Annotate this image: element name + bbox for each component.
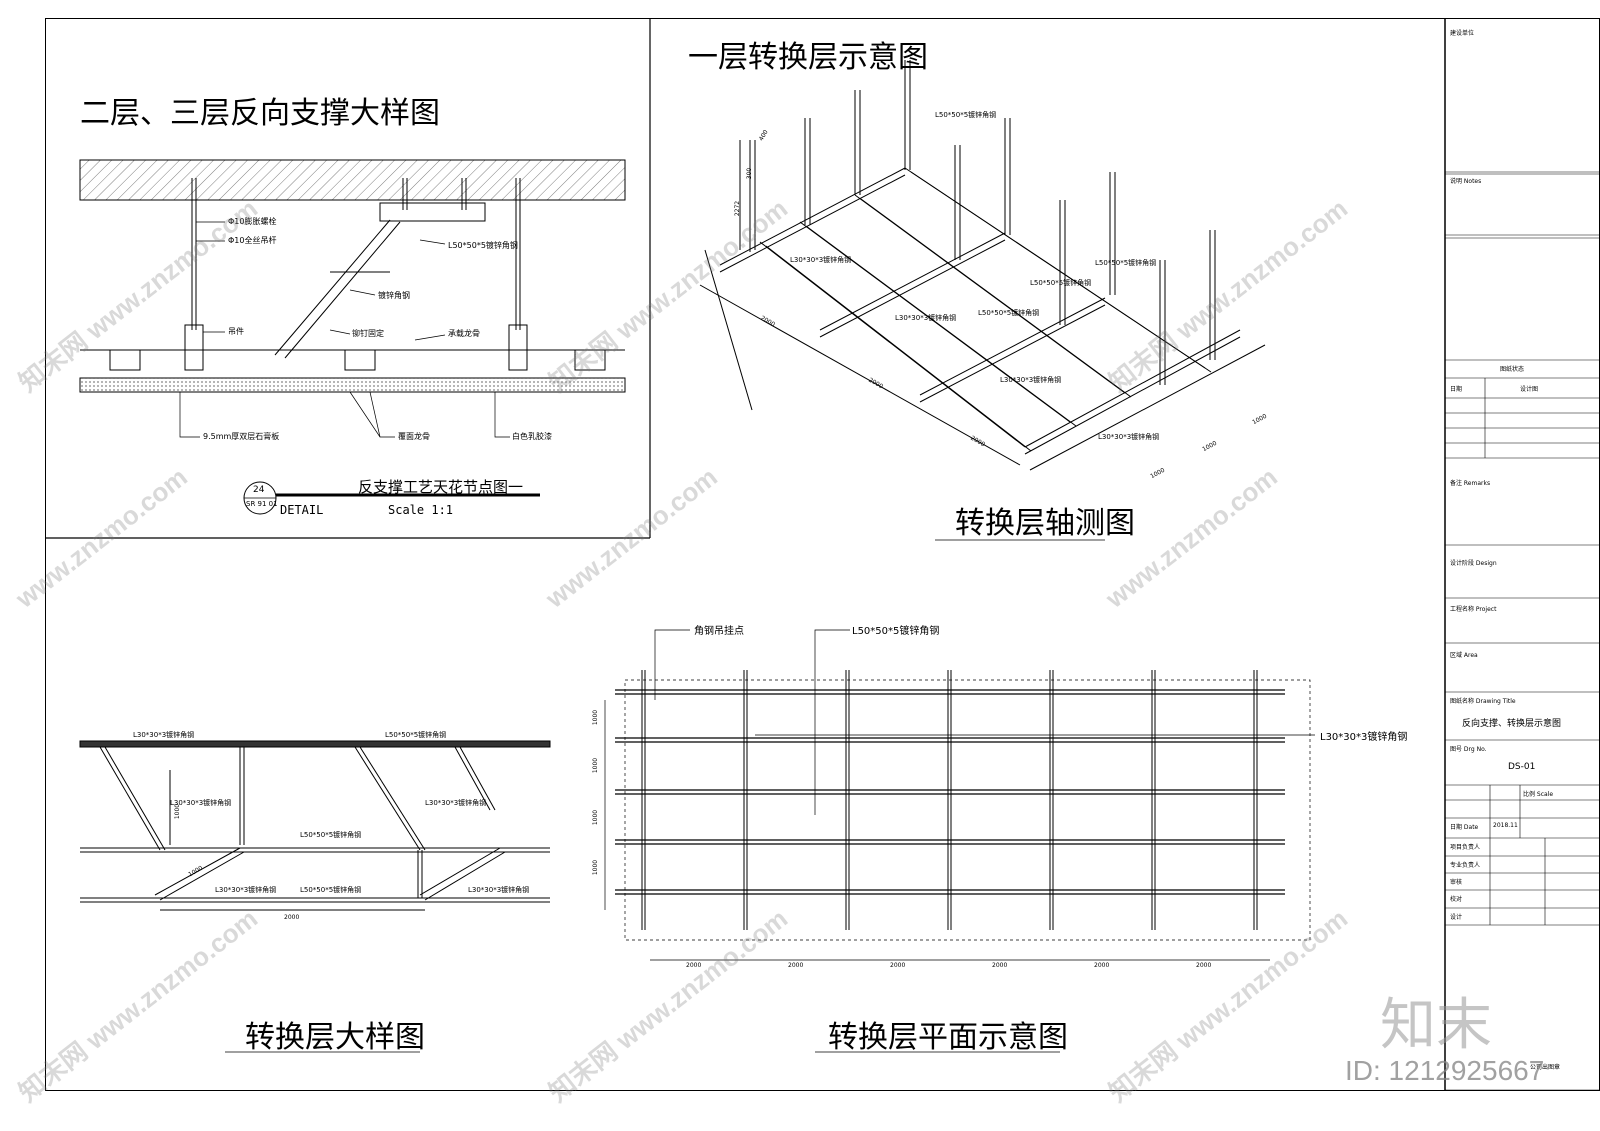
title-first-floor-transfer: 一层转换层示意图 [688, 40, 928, 75]
title-reverse-support-detail: 二层、三层反向支撑大样图 [80, 96, 440, 131]
axon-label-a5: L30*30*3镀锌角钢 [895, 314, 957, 322]
label-rivet: 铆钉固定 [352, 329, 384, 338]
title-transfer-plan: 转换层平面示意图 [828, 1020, 1068, 1055]
tb-r2: 说明 Notes [1450, 178, 1482, 185]
detail-label-t6: L30*30*3镀锌角钢 [215, 886, 277, 894]
watermark-logo: 知末 [1380, 993, 1492, 1058]
plan-dim-y: 1000 [592, 757, 600, 774]
label-threaded-rod: Φ10全丝吊杆 [228, 236, 277, 245]
tb-r4: 日期 [1450, 386, 1463, 393]
plan-label-main-angle: L50*50*5镀锌角钢 [852, 626, 940, 637]
label-angle-steel-top: L50*50*5镀锌角钢 [448, 241, 518, 250]
callout-title: 反支撑工艺天花节点图一 [358, 478, 524, 496]
plan-dim-y: 1000 [592, 859, 600, 876]
detail-label-t8: L30*30*3镀锌角钢 [468, 886, 530, 894]
axon-label-a7: L30*30*3镀锌角钢 [1000, 376, 1062, 384]
detail-label-t7: L50*50*5镀锌角钢 [300, 886, 362, 894]
detail-label-t4: L30*30*3镀锌角钢 [425, 799, 487, 807]
detail-label-t5: L50*50*5镀锌角钢 [300, 831, 362, 839]
tb-r5: 设计图 [1520, 386, 1539, 393]
tb-r18: 设计 [1450, 914, 1463, 921]
detail-label-t1: L30*30*3镀锌角钢 [133, 731, 195, 739]
label-gypsum-board: 9.5mm厚双层石膏板 [203, 432, 280, 441]
tb-r17: 校对 [1450, 896, 1463, 903]
label-cover-keel: 覆面龙骨 [398, 432, 430, 441]
label-hanger: 吊件 [228, 327, 244, 336]
tb-r19: 公司出图章 [1530, 1064, 1561, 1071]
tb-date: 2018.11 [1493, 822, 1518, 829]
title-axonometric: 转换层轴测图 [955, 506, 1135, 541]
plan-dim-x: 2000 [992, 962, 1008, 969]
plan-dim-x: 2000 [788, 962, 804, 969]
detail-label-t3: L30*30*3镀锌角钢 [170, 799, 232, 807]
tb-r12: 比例 Scale [1523, 791, 1554, 798]
title-transfer-detail: 转换层大样图 [245, 1020, 425, 1055]
plan-dim-x: 2000 [1094, 962, 1110, 969]
tb-r15: 专业负责人 [1450, 862, 1481, 869]
detail-dim-w: 2000 [284, 914, 300, 921]
watermark-id: ID: 1212925667 [1345, 1055, 1545, 1086]
tb-r6: 备注 Remarks [1450, 480, 1491, 487]
callout-sheet-ref: SR 91 01 [246, 500, 278, 508]
callout-number: 24 [253, 485, 265, 495]
tb-r14: 项目负责人 [1450, 844, 1481, 851]
plan-dim-y: 1000 [592, 709, 600, 726]
tb-r7: 设计阶段 Design [1450, 560, 1497, 567]
label-latex-paint: 白色乳胶漆 [512, 432, 552, 441]
label-galv-angle: 镀锌角钢 [378, 291, 410, 300]
transfer-plan-grid [604, 629, 1315, 961]
axon-label-a8: L30*30*3镀锌角钢 [1098, 433, 1160, 441]
detail-dim-h: 1000 [174, 803, 182, 820]
tb-r10: 图纸名称 Drawing Title [1450, 698, 1516, 705]
tb-drawing-no: DS-01 [1508, 762, 1536, 772]
tb-r16: 审核 [1450, 879, 1463, 886]
axon-label-a4: L50*50*5镀锌角钢 [1030, 279, 1092, 287]
axon-dim-2: 300 [746, 167, 754, 180]
label-main-keel: 承载龙骨 [448, 329, 480, 338]
plan-dim-x: 2000 [1196, 962, 1212, 969]
tb-r9: 区域 Area [1450, 652, 1478, 659]
plan-dim-x: 2000 [890, 962, 906, 969]
tb-drawing-title: 反向支撑、转换层示意图 [1462, 719, 1562, 729]
transfer-detail-section [79, 740, 551, 911]
callout-scale: Scale 1:1 [388, 503, 454, 517]
axon-label-a6: L50*50*5镀锌角钢 [978, 309, 1040, 317]
tb-r11: 图号 Drg No. [1450, 746, 1487, 753]
plan-dim-x: 2000 [686, 962, 702, 969]
tb-r1: 建设单位 [1450, 30, 1475, 37]
axon-label-a1: L50*50*5镀锌角钢 [935, 111, 997, 119]
plan-dim-y: 1000 [592, 809, 600, 826]
reverse-support-section [79, 159, 626, 515]
title-block-grid [1445, 171, 1600, 1091]
plan-label-hang-point: 角钢吊挂点 [694, 626, 744, 637]
tb-r13: 日期 Date [1450, 824, 1479, 831]
label-expansion-bolt: Φ10膨胀螺栓 [228, 217, 277, 226]
detail-label-t2: L50*50*5镀锌角钢 [385, 731, 447, 739]
axonometric-frame [699, 60, 1266, 471]
tb-r3: 图纸状态 [1500, 366, 1525, 373]
plan-label-sub-angle: L30*30*3镀锌角钢 [1320, 732, 1408, 743]
tb-r8: 工程名称 Project [1450, 606, 1497, 613]
axon-label-a3: L50*50*5镀锌角钢 [1095, 259, 1157, 267]
callout-label: DETAIL [280, 503, 324, 517]
axon-label-a2: L30*30*3镀锌角钢 [790, 256, 852, 264]
